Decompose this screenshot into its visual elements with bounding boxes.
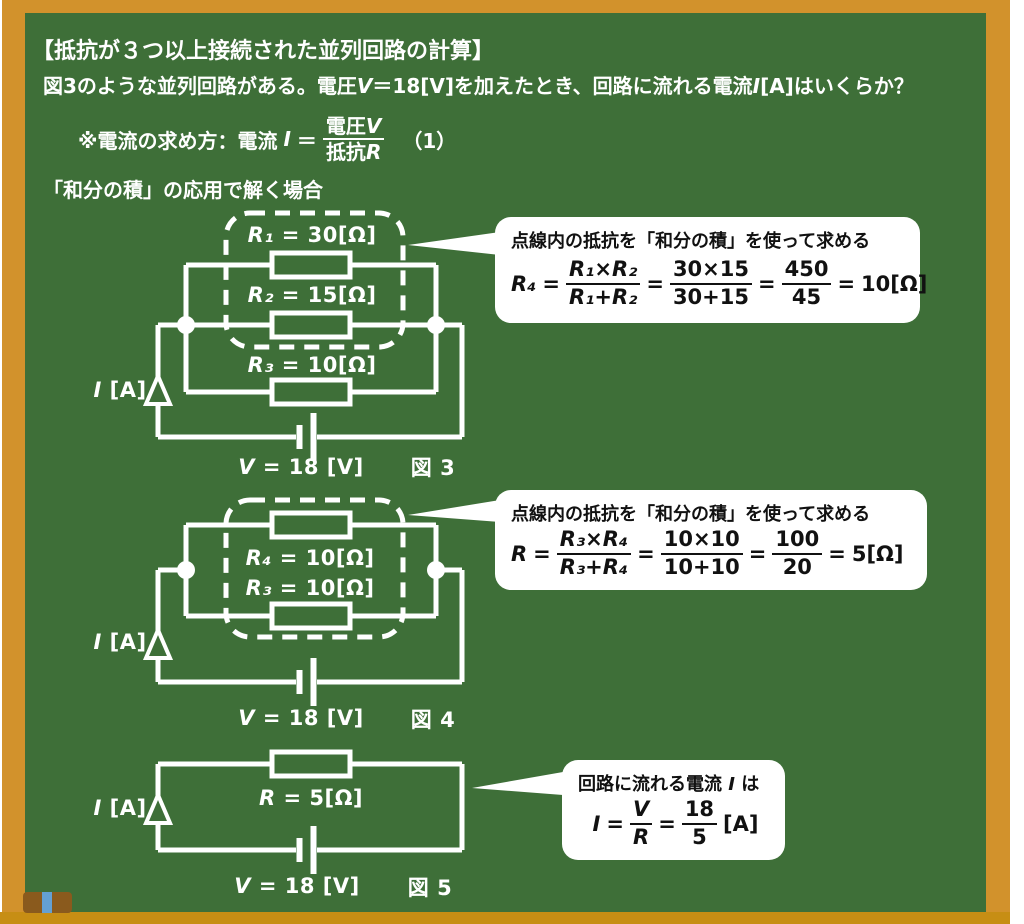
page-title: 【抵抗が３つ以上接続された並列回路の計算】 xyxy=(32,39,495,64)
fig3-current-arrow-icon xyxy=(142,370,174,406)
fig3-resistor-r1 xyxy=(269,250,353,280)
fig3-r1-label: R₁ = 30[Ω] xyxy=(247,223,377,247)
fig4-current-label: I [A] xyxy=(93,630,147,654)
fig3-r2-label: R₂ = 15[Ω] xyxy=(247,283,377,307)
voltage-over-resistance-fraction: 電圧V 抵抗R xyxy=(322,114,385,164)
fig3-caption: 図 3 xyxy=(410,456,456,480)
callout1-title: 点線内の抵抗を「和分の積」を使って求める xyxy=(511,231,871,252)
fig3-circuit xyxy=(142,210,465,461)
chalk-tray xyxy=(0,912,1010,924)
eraser xyxy=(23,892,72,913)
fig4-r3-label: R₃ = 10[Ω] xyxy=(245,576,375,600)
fig5-r-label: R = 5[Ω] xyxy=(258,786,364,810)
fig5-circuit xyxy=(142,749,465,874)
fig5-caption: 図 5 xyxy=(407,876,453,900)
fig4-r4-label: R₄ = 10[Ω] xyxy=(245,546,375,570)
problem-statement: 図3のような並列回路がある。電圧V＝18[V]を加えたとき、回路に流れる電流I[… xyxy=(43,74,914,98)
fig4-resistor-r4 xyxy=(269,510,353,540)
fig4-current-arrow-icon xyxy=(142,624,174,660)
callout2-title: 点線内の抵抗を「和分の積」を使って求める xyxy=(511,504,871,525)
fig5-resistor-r xyxy=(269,749,353,779)
fig5-current-arrow-icon xyxy=(142,789,174,825)
fig4-junction-dot-right xyxy=(427,561,445,579)
callout3-title: 回路に流れる電流 I は xyxy=(578,774,760,795)
fig3-voltage-label: V = 18 [V] xyxy=(238,455,364,479)
fig4-dashed-region xyxy=(223,497,406,640)
fig4-caption: 図 4 xyxy=(410,708,456,732)
fig4-voltage-label: V = 18 [V] xyxy=(238,706,364,730)
callout3-pointer xyxy=(472,772,563,795)
fig4-junction-dot-left xyxy=(177,561,195,579)
fig4-circuit xyxy=(142,497,465,706)
fig3-resistor-r3 xyxy=(269,377,353,407)
callout2-pointer xyxy=(408,500,500,522)
current-formula-note: ※電流の求め方：電流 I＝ 電圧V 抵抗R （1） xyxy=(78,113,457,164)
fig3-current-label: I [A] xyxy=(93,378,147,402)
fig5-voltage-label: V = 18 [V] xyxy=(234,874,360,898)
fig3-junction-dot-right xyxy=(427,316,445,334)
fig5-battery-icon xyxy=(296,826,317,874)
fig4-battery-icon xyxy=(296,658,317,706)
fig4-resistor-r3 xyxy=(269,601,353,631)
callout1-pointer xyxy=(408,232,500,255)
fig3-r3-label: R₃ = 10[Ω] xyxy=(247,353,377,377)
fig5-current-label: I [A] xyxy=(93,796,147,820)
fig3-dashed-region xyxy=(223,210,406,350)
fig3-junction-dot-left xyxy=(177,316,195,334)
fig3-battery-icon xyxy=(296,413,317,461)
eraser-stripe xyxy=(42,892,52,913)
method-label: 「和分の積」の応用で解く場合 xyxy=(43,178,323,202)
fig3-resistor-r2 xyxy=(269,310,353,340)
